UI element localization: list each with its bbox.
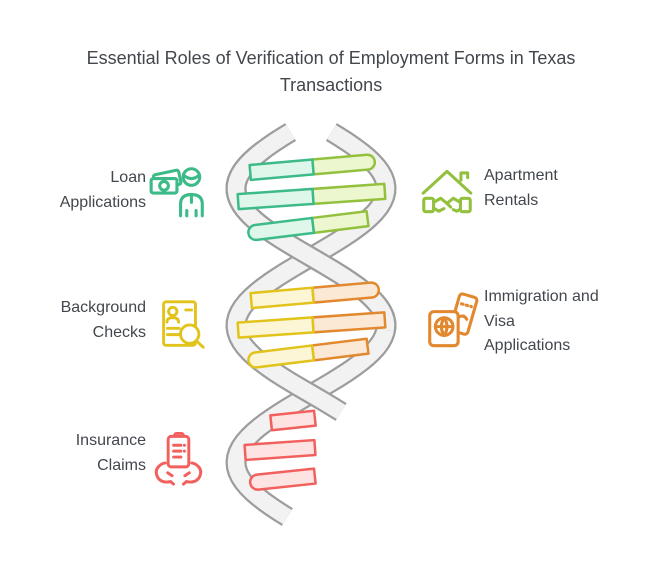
page-title: Essential Roles of Verification of Emplo… bbox=[86, 48, 576, 95]
hands-document-icon bbox=[154, 431, 203, 486]
helix-strand bbox=[227, 143, 395, 334]
helix-rung-half bbox=[269, 409, 317, 432]
house-handshake-icon bbox=[421, 169, 473, 214]
item-label-line: Visa bbox=[484, 312, 515, 330]
label-immigration-visa-applications: Immigration and Visa Applications bbox=[484, 285, 599, 359]
passport-ticket-icon bbox=[428, 292, 479, 348]
item-label-line: Loan bbox=[110, 169, 146, 186]
helix-rung-half bbox=[247, 344, 316, 369]
item-label-line: Applications bbox=[484, 337, 571, 354]
helix-rung-half bbox=[248, 467, 317, 491]
helix-rung-half bbox=[243, 438, 317, 462]
label-loan-applications: Loan Applications bbox=[60, 166, 146, 215]
helix-rung-half bbox=[248, 158, 315, 182]
helix-rung bbox=[236, 182, 387, 211]
resume-search-icon bbox=[162, 300, 205, 349]
helix-rung-half bbox=[236, 187, 315, 211]
label-background-checks: Background Checks bbox=[61, 296, 146, 345]
helix-rung-half bbox=[311, 281, 381, 304]
helix-rung bbox=[269, 409, 317, 432]
item-label-line: Apartment bbox=[484, 167, 558, 184]
label-insurance-claims: Insurance Claims bbox=[76, 429, 146, 478]
helix-rung-half bbox=[236, 316, 315, 339]
helix-rung bbox=[248, 467, 317, 491]
helix-rung-half bbox=[311, 153, 377, 176]
item-label-line: Claims bbox=[97, 456, 146, 474]
item-label-line: Immigration and bbox=[484, 288, 599, 305]
helix-rung bbox=[248, 153, 377, 182]
item-label-line: Applications bbox=[59, 193, 146, 211]
helix-rung bbox=[247, 209, 370, 242]
helix-rung bbox=[236, 311, 387, 339]
item-label-line: Rentals bbox=[484, 191, 539, 209]
money-person-icon bbox=[149, 167, 204, 218]
helix-rung bbox=[247, 337, 370, 369]
item-label-line: Insurance bbox=[75, 432, 146, 449]
helix-rung-half bbox=[311, 311, 387, 334]
item-label-line: Checks bbox=[92, 323, 146, 341]
helix-rung-half bbox=[247, 216, 316, 242]
helix-rung-half bbox=[249, 286, 315, 310]
helix-rung bbox=[243, 438, 317, 462]
label-apartment-rentals: Apartment Rentals bbox=[484, 164, 558, 213]
helix-rung bbox=[249, 281, 381, 310]
item-label-line: Background bbox=[60, 299, 146, 316]
